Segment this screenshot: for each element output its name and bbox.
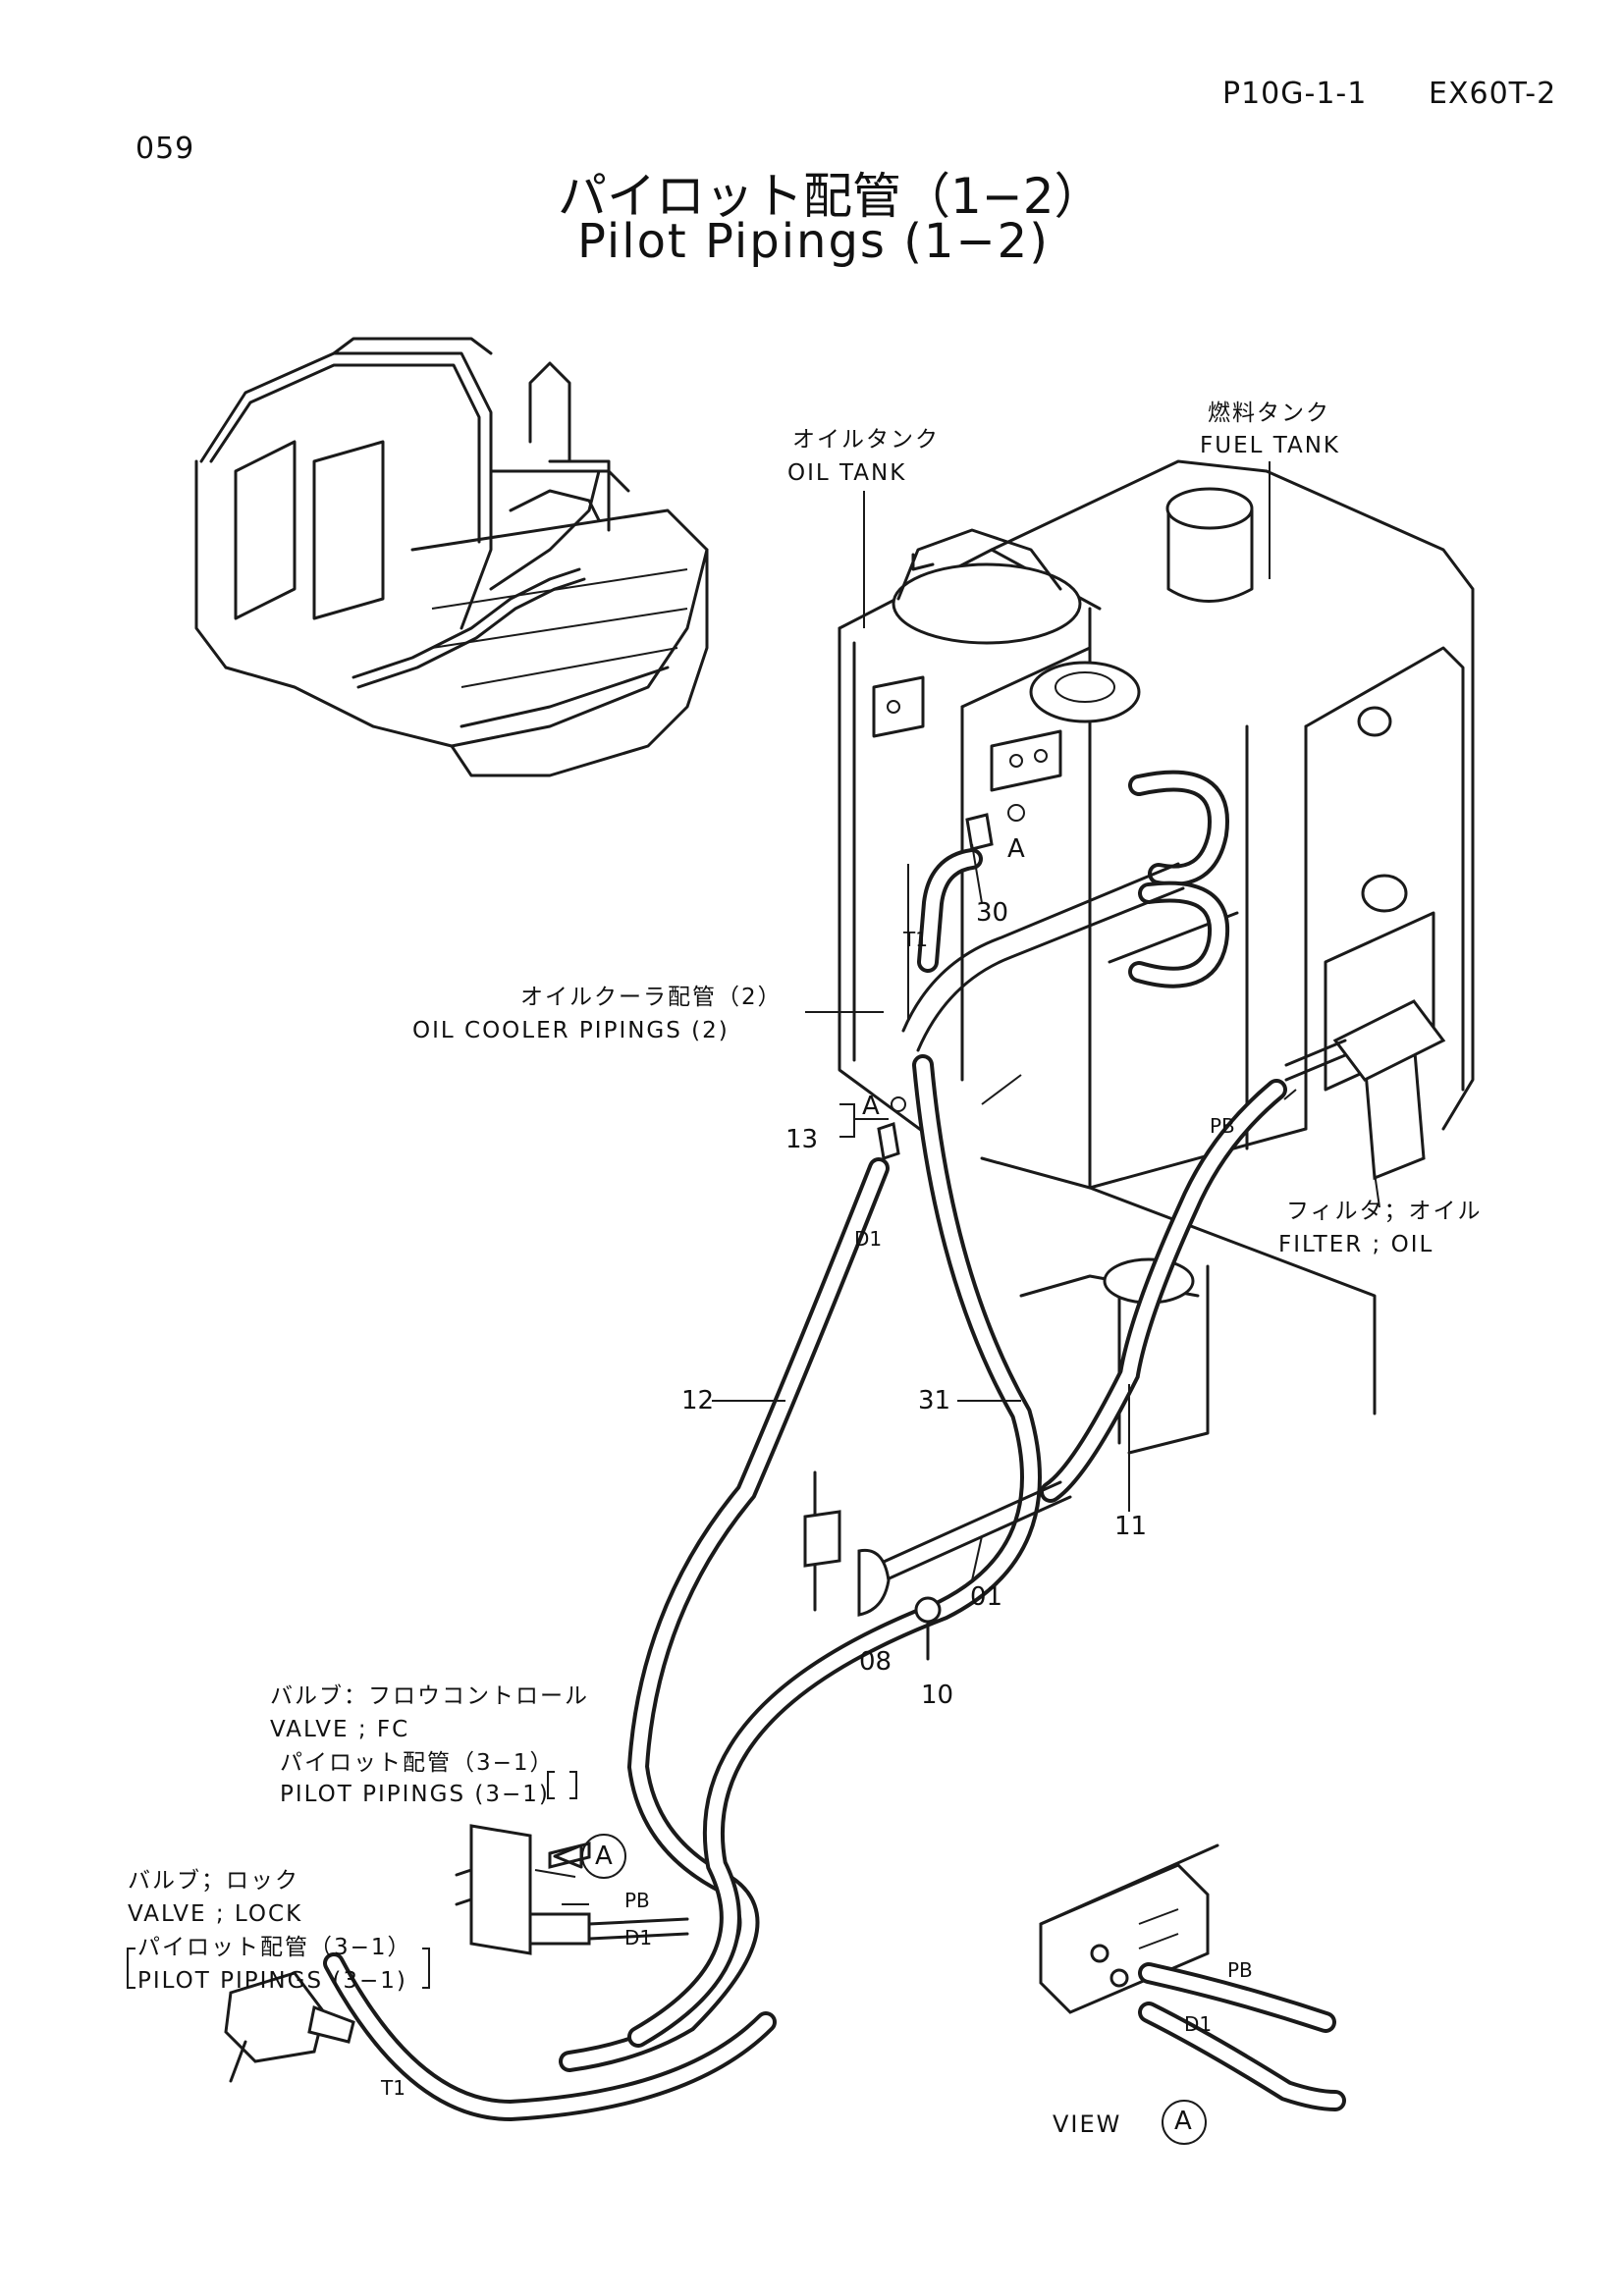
view-label: VIEW [1053, 2110, 1122, 2138]
view-a-detail-illustration [1039, 1843, 1346, 2111]
valve-lock-ref-en: PILOT PIPINGS (3−1) [137, 1968, 407, 1994]
part-number-30: 30 [976, 898, 1009, 928]
tank-assembly-illustration [838, 459, 1475, 1455]
title-japanese: パイロット配管（1−2） [558, 168, 1104, 225]
page-code: P10G-1-1 [1222, 77, 1368, 111]
part-number-01: 01 [970, 1582, 1003, 1612]
oil-cooler-label-en: OIL COOLER PIPINGS (2) [412, 1018, 730, 1043]
port-tag-pb-view: PB [1227, 1958, 1253, 1982]
port-tag-pb-filter: PB [1210, 1114, 1235, 1138]
valve-lock-ref-jp: パイロット配管（3−1） [137, 1935, 412, 1960]
port-tag-d1-view: D1 [1184, 2012, 1213, 2036]
view-marker: A [1174, 2107, 1192, 2136]
part-number-12: 12 [681, 1386, 715, 1415]
valve-fc-label-jp: バルブ：フロウコントロール [270, 1683, 589, 1709]
model-code: EX60T-2 [1429, 77, 1557, 111]
valve-fc-label-en: VALVE ; FC [270, 1717, 410, 1742]
fuel-tank-label-jp: 燃料タンク [1208, 400, 1330, 426]
oil-cooler-label-jp: オイルクーラ配管（2） [520, 985, 783, 1010]
part-number-13: 13 [785, 1125, 819, 1154]
port-tag-a-circle: A [595, 1842, 613, 1871]
filter-label-jp: フィルタ；オイル [1286, 1199, 1483, 1224]
port-tag-d1-top: D1 [854, 1227, 883, 1251]
port-tag-t1-bottom: T1 [381, 2076, 406, 2100]
valve-fc-ref-jp: パイロット配管（3−1） [280, 1750, 555, 1776]
fuel-tank-label-en: FUEL TANK [1200, 433, 1341, 458]
oil-filter-illustration [1284, 999, 1446, 1181]
port-tag-a-top: A [1007, 834, 1025, 864]
fitting-illustration [877, 804, 1025, 1160]
valve-fc-ref-en: PILOT PIPINGS (3−1) [280, 1782, 550, 1807]
hose-routing-illustration [323, 1054, 1287, 2122]
valve-lock-label-jp: バルブ；ロック [128, 1868, 299, 1894]
oil-tank-label-en: OIL TANK [787, 460, 907, 486]
port-tag-a-left: A [862, 1092, 880, 1121]
valve-lock-label-en: VALVE ; LOCK [128, 1901, 303, 1927]
valve-fc-illustration [455, 1824, 689, 1955]
port-tag-t1-top: T1 [903, 928, 928, 951]
leader-lines [127, 461, 1380, 2145]
part-number-10: 10 [921, 1681, 954, 1710]
port-tag-pb-valve: PB [624, 1889, 650, 1912]
filter-label-en: FILTER ; OIL [1278, 1232, 1434, 1257]
oil-cooler-pipe-illustration [901, 862, 1185, 1052]
title-english: Pilot Pipings (1−2) [577, 214, 1050, 269]
part-number-08: 08 [859, 1647, 893, 1677]
valve-lock-illustration [224, 1971, 355, 2083]
part-number-31: 31 [918, 1386, 951, 1415]
excavator-overview-illustration [194, 337, 709, 777]
port-tag-d1-valve: D1 [624, 1926, 653, 1949]
sheet-number: 059 [135, 132, 195, 166]
oil-tank-label-jp: オイルタンク [792, 427, 940, 453]
clamp-illustration [803, 1470, 942, 1661]
part-number-11: 11 [1114, 1512, 1148, 1541]
